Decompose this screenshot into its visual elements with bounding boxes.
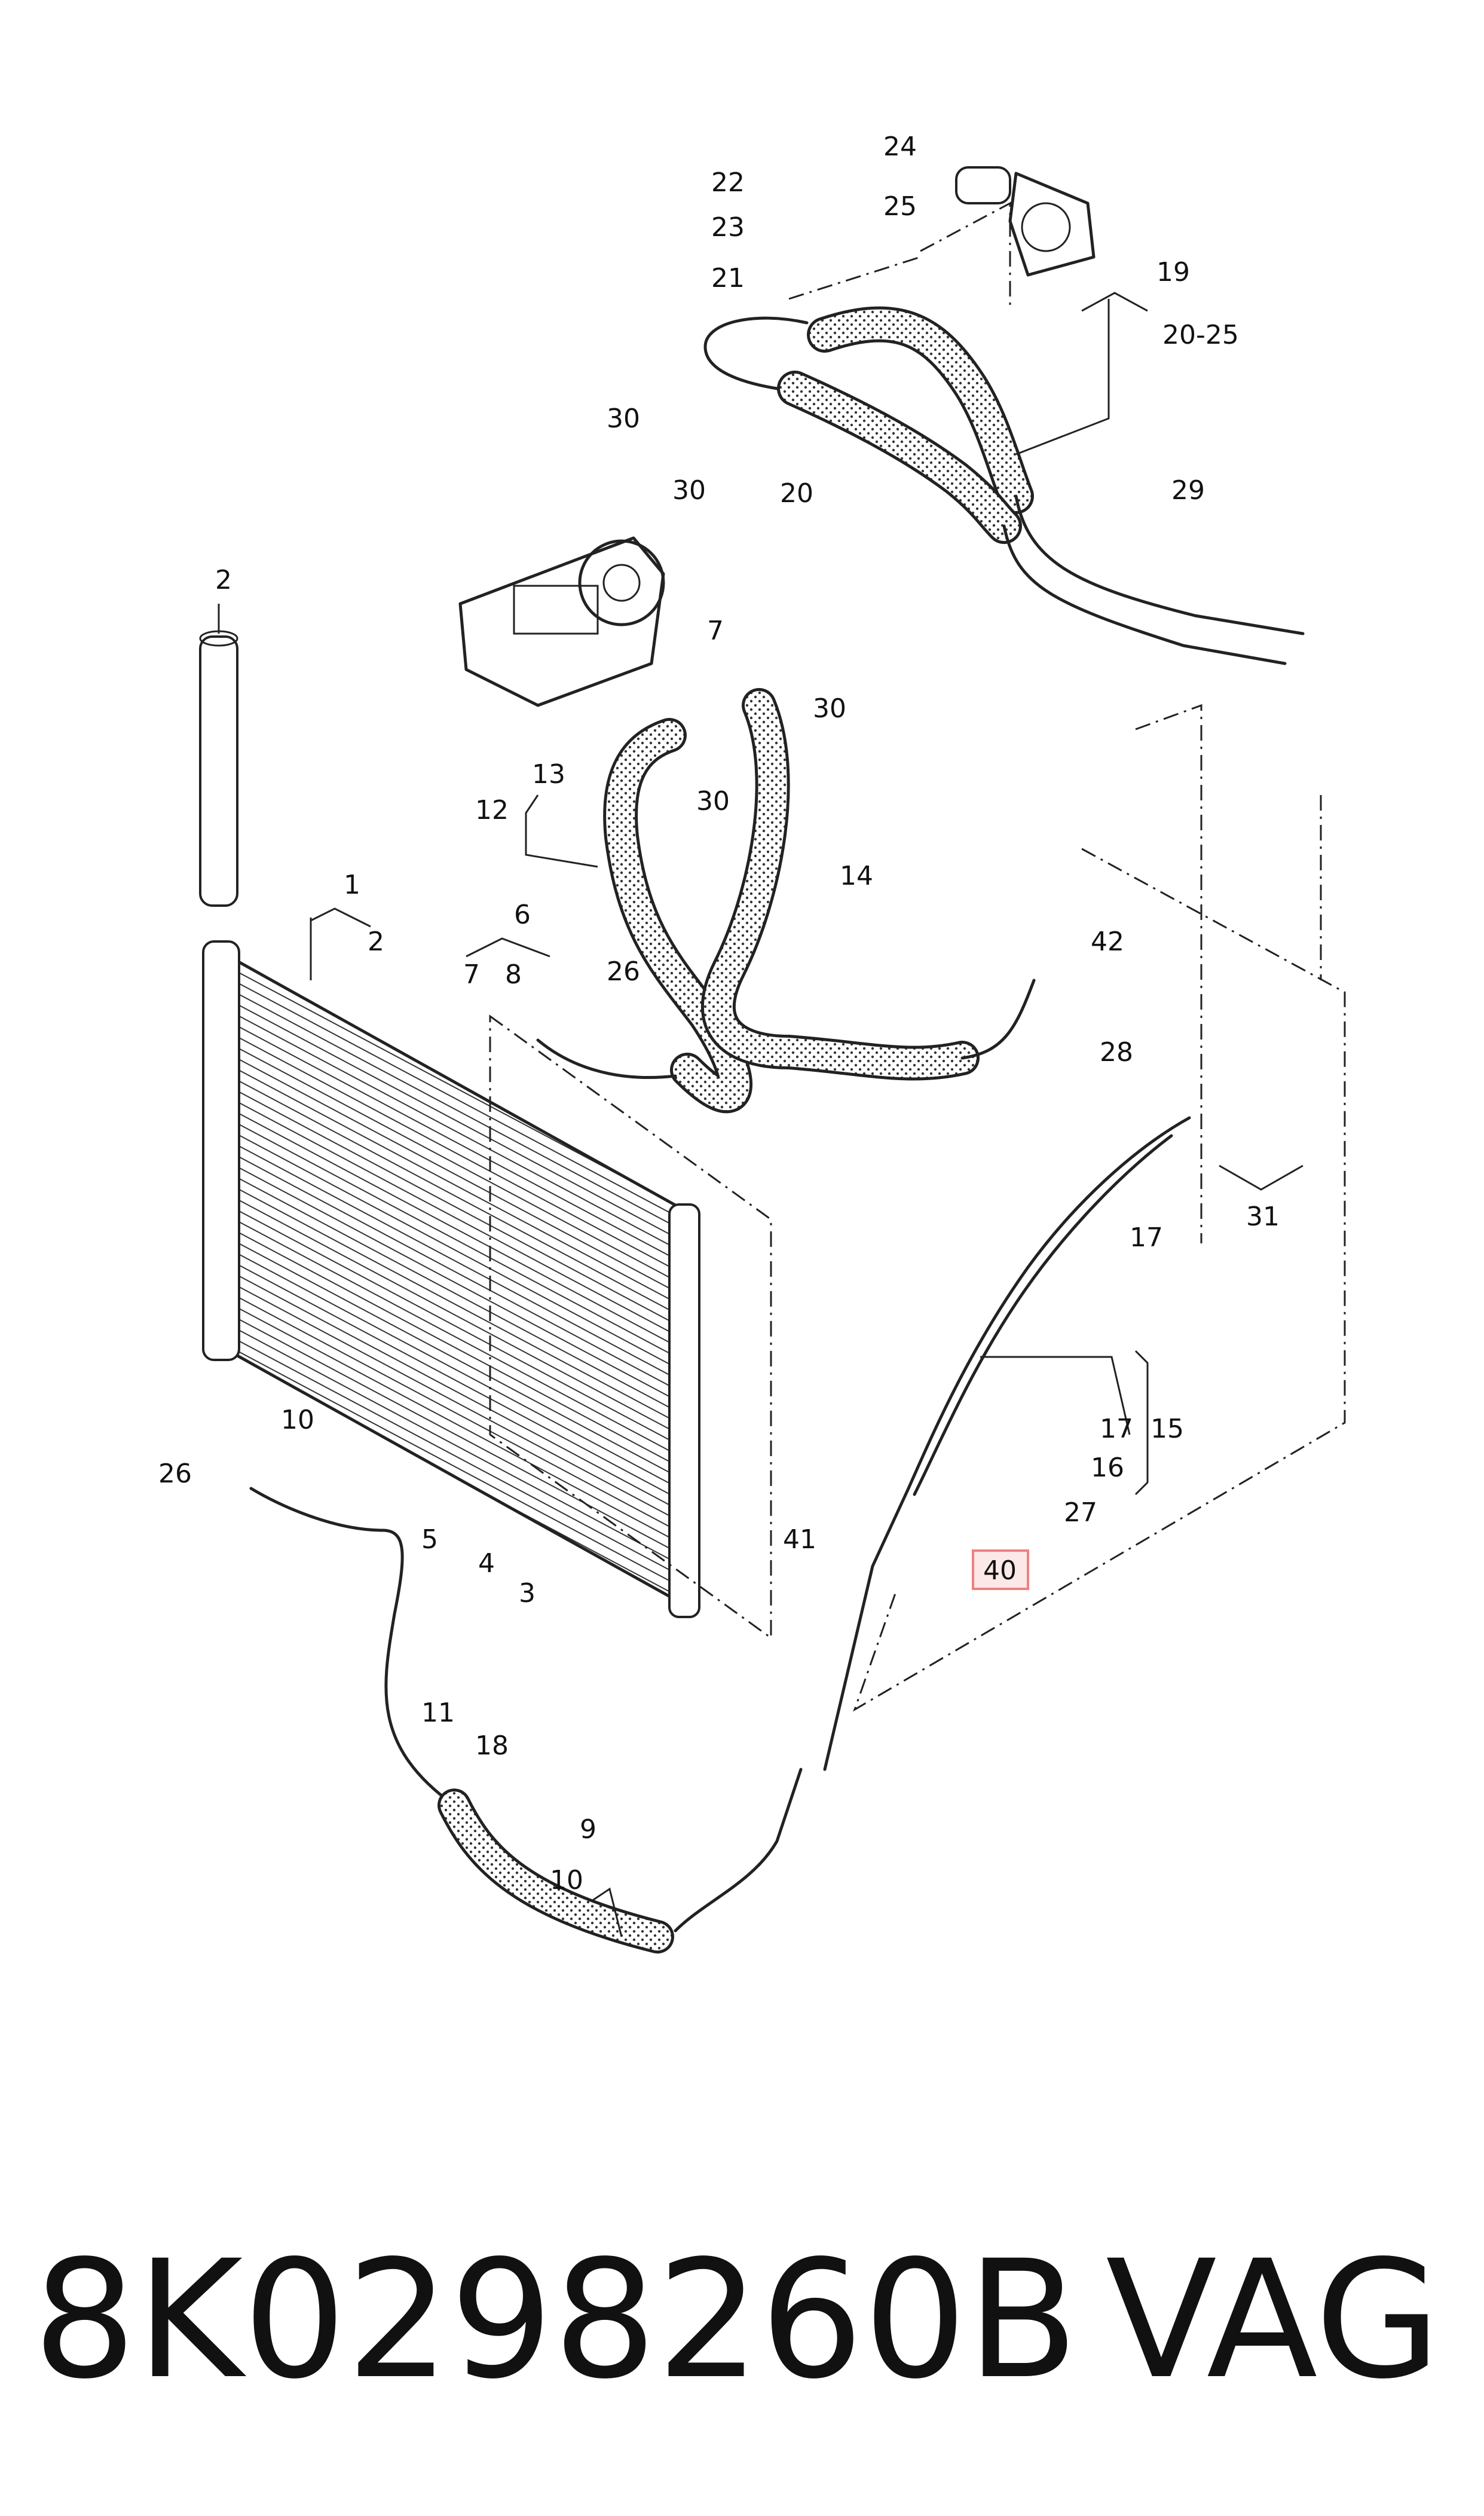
highlight-box-40 — [972, 1549, 1029, 1590]
callout-label: 40 — [983, 1555, 1017, 1586]
pipes-15-17 — [823, 1116, 1191, 1771]
callout-label: 17 — [1100, 1414, 1133, 1444]
callout-label: 27 — [1064, 1497, 1097, 1528]
compressor — [458, 536, 665, 707]
evaporator-flange — [955, 166, 1096, 277]
callout-label: 12 — [475, 795, 509, 826]
callout-label: 19 — [1156, 257, 1190, 288]
callout-label: 41 — [783, 1524, 816, 1555]
callout-label: 42 — [1091, 927, 1124, 957]
assembly-outlines — [489, 201, 1346, 1712]
callout-label: 31 — [1246, 1202, 1280, 1232]
callout-label: 30 — [607, 403, 640, 434]
dryer-tube — [199, 604, 238, 907]
leader-lines — [310, 292, 1304, 1937]
callout-label: 1 — [344, 870, 360, 900]
callout-label: 26 — [158, 1459, 192, 1489]
callout-label: 10 — [281, 1405, 314, 1435]
callout-label: 25 — [883, 191, 917, 222]
callout-label: 30 — [813, 693, 846, 724]
callout-label: 3 — [519, 1578, 536, 1609]
callout-label: 5 — [421, 1524, 438, 1555]
callout-label: 2 — [215, 565, 232, 595]
callout-label: 4 — [478, 1548, 495, 1579]
callout-label: 18 — [475, 1731, 509, 1761]
callout-label: 11 — [421, 1698, 455, 1728]
callout-label: 2 — [368, 927, 384, 957]
callout-label: 16 — [1091, 1453, 1124, 1483]
callout-label: 30 — [672, 475, 706, 506]
callout-label: 20-25 — [1162, 320, 1239, 350]
callout-label: 7 — [463, 959, 480, 990]
callout-label: 28 — [1100, 1037, 1133, 1068]
lower-hose-9 — [249, 1487, 803, 1954]
upper-hoses-19 — [703, 306, 1305, 665]
callout-label: 17 — [1130, 1222, 1163, 1253]
callout-label: 20 — [780, 478, 813, 509]
callout-label: 14 — [840, 861, 873, 891]
callout-label: 26 — [607, 956, 640, 987]
callout-label: 15 — [1151, 1414, 1184, 1444]
hose-assembly-12 — [536, 688, 1036, 1114]
callout-label: 24 — [883, 132, 917, 162]
callout-label: 8 — [505, 959, 522, 990]
callout-label: 6 — [514, 900, 531, 930]
callout-label: 23 — [711, 212, 745, 243]
callout-label: 21 — [711, 263, 745, 294]
callout-label: 10 — [550, 1865, 583, 1896]
condenser — [202, 918, 700, 1618]
callout-label: 13 — [532, 759, 565, 790]
callout-label: 9 — [580, 1814, 596, 1845]
brand-name: VAG — [1106, 2226, 1441, 2415]
callout-label: 22 — [711, 167, 745, 198]
callout-labels: 1 2 2 3 4 5 6 7 7 8 9 10 10 11 12 13 14 … — [158, 132, 1280, 1896]
callout-label: 30 — [696, 786, 730, 817]
callout-label: 7 — [707, 616, 724, 646]
part-number: 8K0298260B — [33, 2226, 1078, 2415]
callout-label: 29 — [1171, 475, 1205, 506]
